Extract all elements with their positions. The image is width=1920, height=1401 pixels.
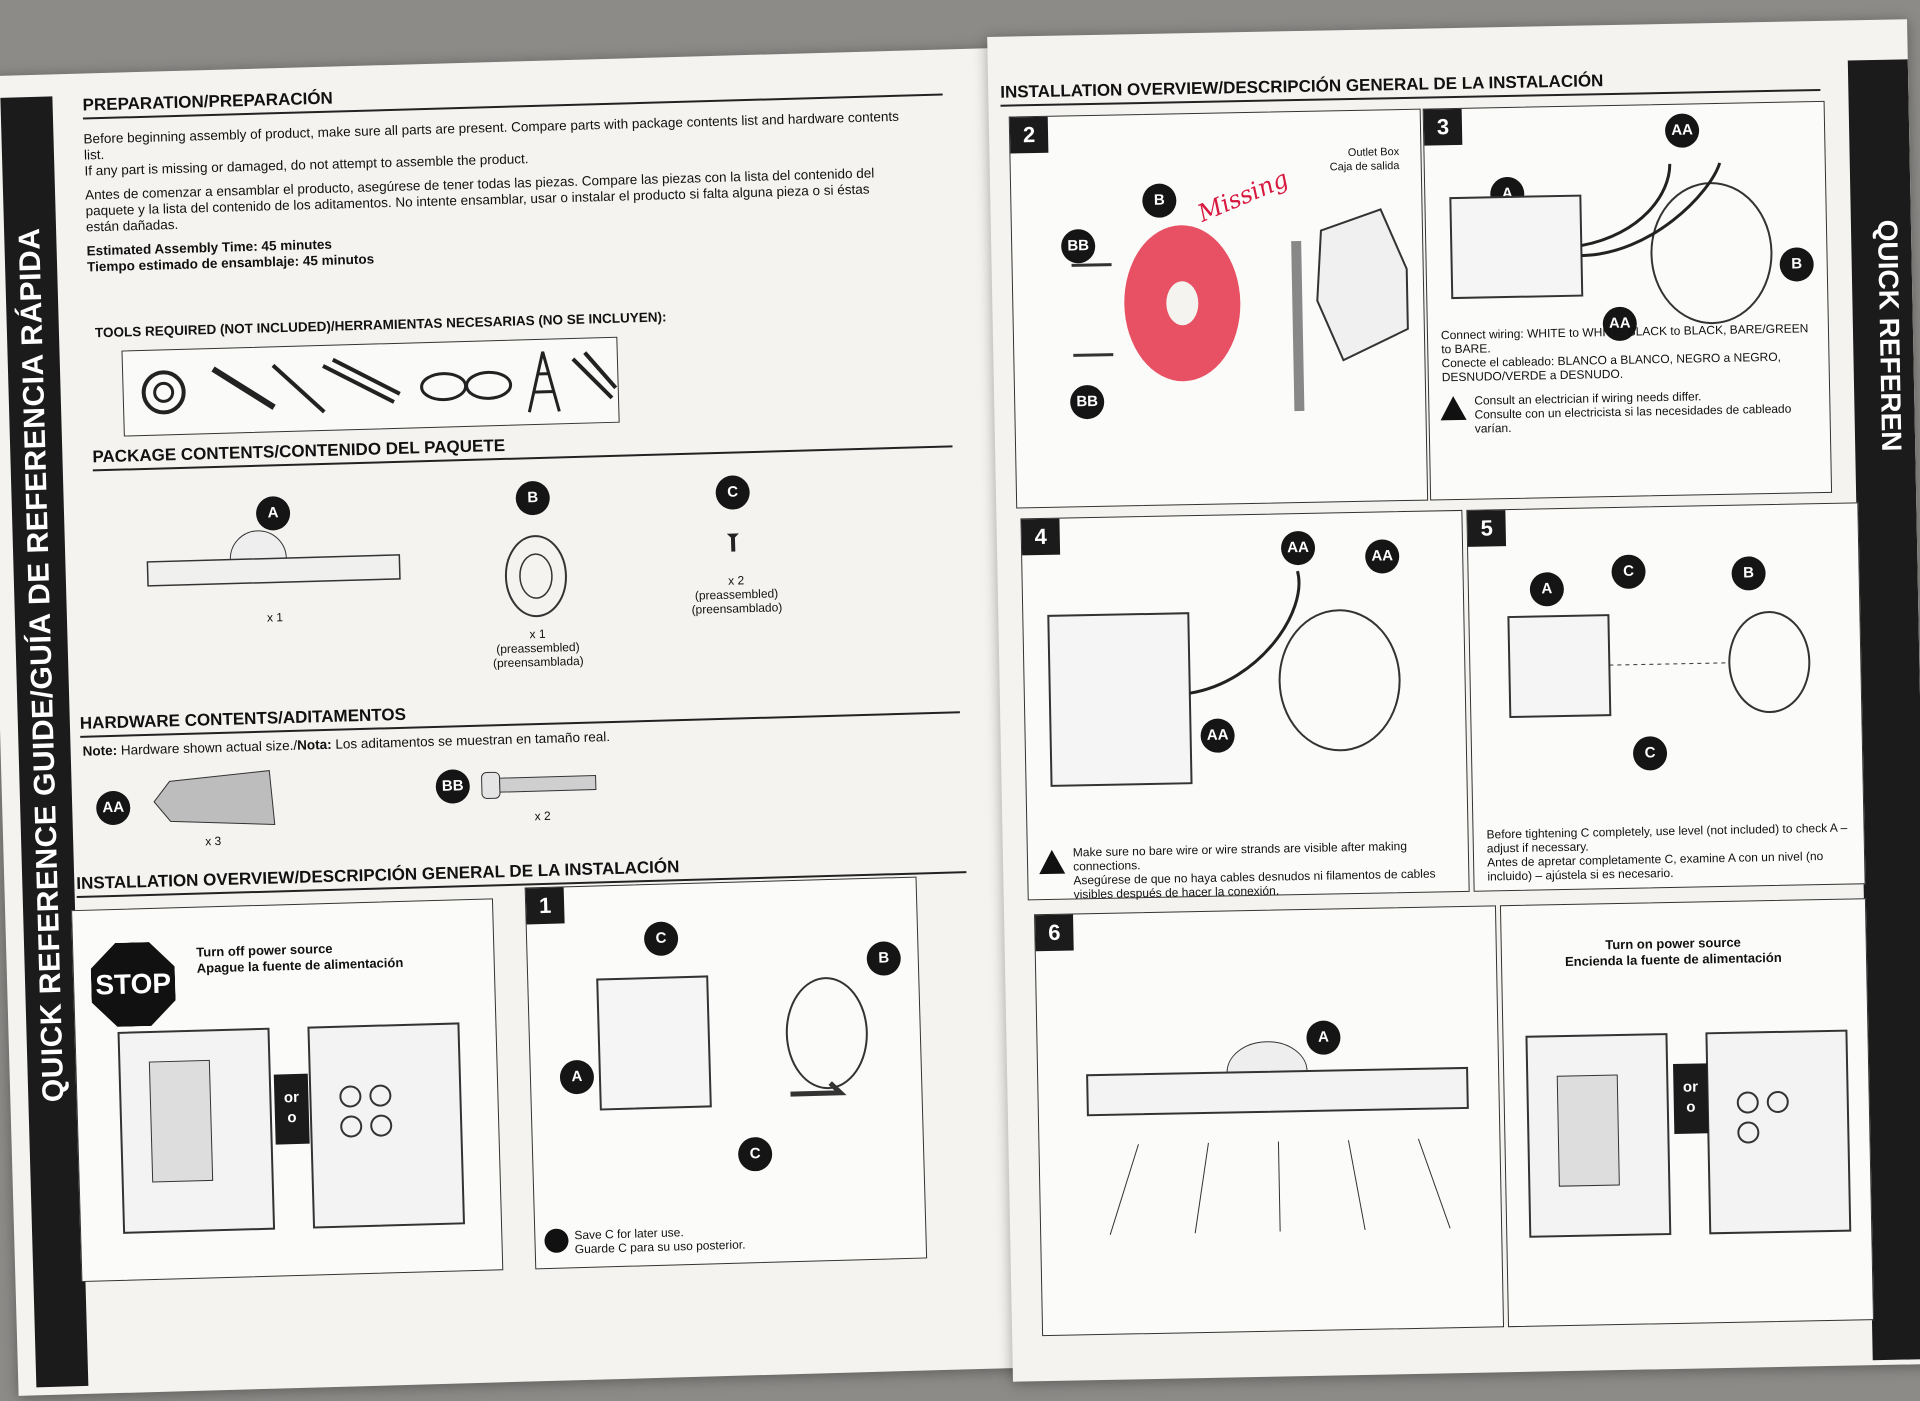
spine-right-text: QUICK REFEREN (1871, 219, 1908, 452)
wire-nut-AA-icon (153, 770, 276, 825)
step2-illustration (1071, 208, 1409, 412)
breaker-box-icon (1525, 1033, 1672, 1238)
mounting-bracket-B (504, 535, 567, 618)
qty-BB: x 2 (534, 808, 551, 824)
step4-warning: Make sure no bare wire or wire strands a… (1073, 838, 1454, 901)
or-box-left: or o (273, 1073, 310, 1145)
step-2-number: 2 (1009, 116, 1049, 154)
hw-note-es: Los aditamentos se muestran en tamaño re… (331, 729, 611, 752)
qty-C-note2: (preensamblado) (691, 600, 783, 617)
screw-C-icon (726, 533, 739, 552)
step-1-number: 1 (525, 887, 565, 925)
install-right-title: INSTALLATION OVERVIEW/DESCRIPCIÓN GENERA… (1000, 66, 1821, 107)
fuse-box-icon (307, 1022, 466, 1229)
or-es-right: o (1686, 1098, 1696, 1116)
or-en-right: or (1682, 1078, 1699, 1096)
tools-illustration (141, 351, 618, 415)
outlet-box-icon (1316, 208, 1409, 362)
qty-B-note2: (preensamblada) (492, 653, 584, 671)
step4-warn-es: Asegúrese de que no haya cables desnudos… (1073, 866, 1436, 902)
arrow-right-icon (790, 1081, 847, 1097)
qty-C: x 2 (preassembled) (preensamblado) (676, 572, 797, 617)
warning-icon (1038, 849, 1066, 875)
step6-illustration (1086, 1041, 1469, 1235)
power-off-text: Turn off power source Apague la fuente d… (196, 939, 403, 977)
step-4-number: 4 (1021, 518, 1061, 556)
ladder-icon (527, 351, 561, 413)
qty-B-value: x 1 (529, 626, 546, 642)
prep-en-2: If any part is missing or damaged, do no… (84, 151, 529, 179)
screwdriver-icon (271, 363, 326, 414)
step1-illustration (596, 975, 868, 1111)
outlet-en: Outlet Box (1347, 146, 1400, 160)
outlet-es: Caja de salida (1329, 160, 1400, 174)
hw-note-label-es: Nota: (296, 736, 332, 753)
power-on-en: Turn on power source (1605, 934, 1741, 953)
badge-A: A (255, 495, 291, 531)
hw-note-en: Hardware shown actual size./ (116, 737, 298, 758)
breaker-box-icon (117, 1027, 276, 1234)
step3-illustration (1449, 162, 1773, 325)
step5-note: Before tightening C completely, use leve… (1486, 820, 1857, 884)
preparation-text: Before beginning assembly of product, ma… (83, 109, 907, 284)
step5-illustration (1507, 611, 1811, 719)
or-box-right: or o (1673, 1063, 1709, 1134)
badge-BB: BB (435, 769, 471, 804)
step-5-number: 5 (1467, 510, 1507, 547)
screwdriver-icon (211, 366, 276, 410)
warning-icon (1440, 395, 1467, 421)
or-en: or (283, 1088, 300, 1107)
qty-AA: x 3 (205, 833, 222, 849)
or-es: o (287, 1108, 297, 1127)
wiring-text: Connect wiring: WHITE to WHITE, BLACK to… (1441, 321, 1812, 384)
badge-B: B (515, 480, 551, 516)
pliers-icon (322, 357, 401, 404)
qty-A: x 1 (266, 610, 284, 625)
wire-stripper-icon (571, 351, 618, 400)
step-6-number: 6 (1035, 914, 1074, 952)
tools-box (121, 336, 620, 437)
light-fixture-A (146, 530, 401, 587)
step4-illustration (1047, 570, 1401, 787)
hw-note-label-en: Note: (82, 742, 118, 759)
spine-left-text: QUICK REFERENCE GUIDE/GUÍA DE REFERENCIA… (13, 227, 71, 1103)
tape-icon (141, 370, 186, 415)
step1-tip: Save C for later use. Guarde C para su u… (574, 1223, 745, 1256)
step3-warning: Consult an electrician if wiring needs d… (1474, 387, 1825, 435)
qty-C-value: x 2 (727, 573, 745, 588)
left-page: QUICK REFERENCE GUIDE/GUÍA DE REFERENCIA… (0, 48, 1029, 1396)
breaker-panels (117, 1022, 466, 1234)
fuse-box-icon (1705, 1029, 1852, 1235)
right-page: QUICK REFEREN INSTALLATION OVERVIEW/DESC… (987, 19, 1920, 1382)
screw-BB-icon (481, 771, 597, 800)
badge-AA: AA (95, 790, 131, 826)
tools-title: TOOLS REQUIRED (NOT INCLUDED)/HERRAMIENT… (94, 309, 667, 341)
outlet-box-label: Outlet Box Caja de salida (1329, 145, 1400, 174)
power-on-es: Encienda la fuente de alimentación (1564, 949, 1782, 970)
safety-glasses-icon (420, 370, 513, 402)
breaker-panels-on (1525, 1029, 1852, 1238)
qty-B: x 1 (preassembled) (preensamblada) (477, 625, 598, 670)
power-on-text: Turn on power source Encienda la fuente … (1565, 934, 1782, 970)
badge-C: C (715, 475, 751, 511)
step-3-number: 3 (1423, 108, 1463, 146)
